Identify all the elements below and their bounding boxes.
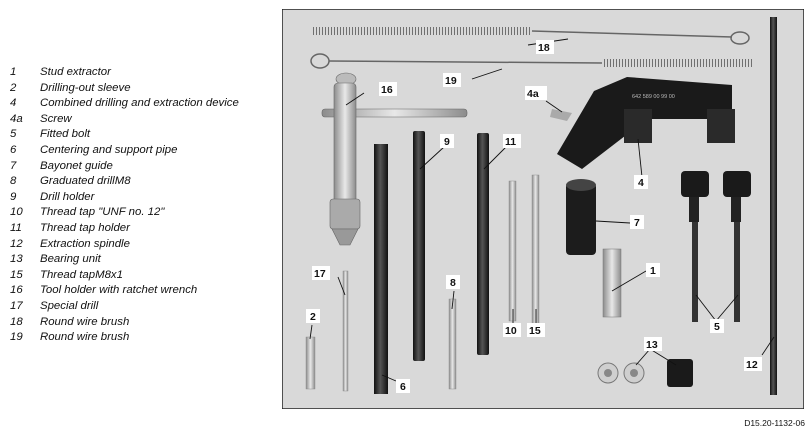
callout-1: 1	[650, 265, 656, 277]
callout-labels: 18 19 16 9 11 4a 4 7 1 17 2 8 10 15 5 13…	[310, 42, 758, 393]
callout-leaders	[309, 38, 775, 382]
spindle-12	[770, 17, 777, 395]
legend-description: Round wire brush	[40, 315, 130, 328]
thread-tap-15	[531, 174, 540, 326]
legend-description: Graduated drillM8	[40, 175, 131, 188]
legend-description: Combined drilling and extraction device	[40, 97, 239, 110]
legend-description: Bayonet guide	[40, 159, 113, 172]
legend-description: Special drill	[40, 299, 99, 312]
callout-10: 10	[505, 325, 517, 337]
part-number-label: 642 589 00 99 00	[632, 94, 675, 100]
legend-description: Drill holder	[40, 190, 95, 203]
callout-7: 7	[634, 217, 640, 229]
tool-kit-photo: 642 589 00 99 00	[282, 9, 804, 409]
pipe-6	[374, 144, 388, 394]
legend-number: 4a	[10, 112, 23, 125]
special-drill-17	[342, 270, 349, 392]
brush-18	[312, 27, 750, 45]
legend-number: 4	[10, 97, 17, 110]
legend-number: 18	[10, 315, 23, 328]
legend-number: 17	[10, 299, 23, 312]
legend-description: Centering and support pipe	[40, 143, 178, 156]
extraction-device-4: 642 589 00 99 00	[550, 77, 735, 169]
stud-extractor-1	[602, 248, 622, 318]
callout-19: 19	[445, 75, 457, 87]
bearing-unit-13	[597, 359, 693, 387]
callout-9: 9	[444, 136, 450, 148]
callout-badges	[306, 40, 762, 393]
legend-number: 11	[10, 221, 22, 234]
callout-18: 18	[538, 42, 550, 54]
callout-4a: 4a	[527, 88, 539, 100]
callout-13: 13	[646, 339, 658, 351]
callout-4: 4	[638, 177, 644, 189]
tap-holder-11	[477, 133, 489, 355]
graduated-drill-8	[448, 298, 457, 390]
legend-number: 8	[10, 175, 17, 188]
legend-description: Fitted bolt	[40, 128, 91, 141]
bayonet-guide-7	[566, 179, 596, 255]
legend-number: 5	[10, 128, 17, 141]
thread-tap-10	[508, 180, 517, 322]
legend-description: Thread tapM8x1	[40, 268, 123, 281]
legend-description: Bearing unit	[40, 253, 101, 266]
photo-frame	[282, 9, 804, 409]
sleeve-2	[305, 336, 316, 390]
legend-number: 6	[10, 143, 17, 156]
tool-holder-16	[321, 72, 468, 246]
legend-number: 7	[10, 159, 17, 172]
figure-code: D15.20-1132-06	[744, 418, 805, 428]
callout-12: 12	[746, 359, 758, 371]
drill-holder-9	[413, 131, 425, 361]
callout-8: 8	[450, 277, 456, 289]
legend-number: 15	[10, 268, 23, 281]
legend-description: Thread tap holder	[40, 221, 130, 234]
callout-6: 6	[400, 381, 406, 393]
legend-number: 9	[10, 190, 17, 203]
legend-description: Stud extractor	[40, 66, 111, 78]
legend-description: Thread tap "UNF no. 12"	[40, 206, 165, 219]
legend-number: 2	[10, 81, 17, 94]
legend-description: Extraction spindle	[40, 237, 130, 250]
legend-description: Screw	[40, 112, 72, 125]
legend-description: Drilling-out sleeve	[40, 81, 131, 94]
fitted-bolts-5	[681, 171, 751, 322]
legend-number: 1	[10, 66, 17, 78]
legend-number: 13	[10, 253, 23, 266]
legend-description: Tool holder with ratchet wrench	[40, 284, 198, 297]
brush-19	[310, 53, 752, 69]
legend-number: 10	[10, 206, 23, 219]
callout-11: 11	[505, 136, 516, 148]
legend-number: 19	[10, 331, 23, 344]
legend-number: 16	[10, 284, 23, 297]
callout-5: 5	[714, 321, 720, 333]
callout-17: 17	[314, 268, 326, 280]
legend-description: Round wire brush	[40, 331, 130, 344]
legend-number: 12	[10, 237, 23, 250]
callout-16: 16	[381, 84, 393, 96]
callout-2: 2	[310, 311, 316, 323]
callout-15: 15	[529, 325, 541, 337]
